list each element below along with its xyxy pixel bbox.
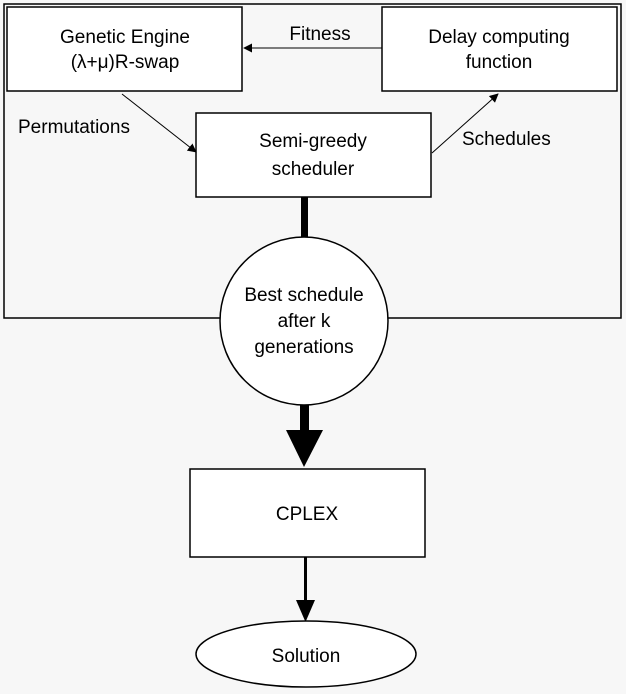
cplex-label: CPLEX <box>276 504 339 525</box>
scheduler-subtitle: scheduler <box>272 159 355 180</box>
solution-ellipse <box>195 620 417 688</box>
best-schedule-line3: generations <box>254 337 353 358</box>
best-schedule-line1: Best schedule <box>244 285 363 306</box>
genetic-engine-subtitle: (λ+μ)R-swap <box>71 52 180 73</box>
delay-function-subtitle: function <box>466 52 533 73</box>
schedules-label: Schedules <box>462 129 551 150</box>
best-to-cplex-arrowhead <box>286 430 323 467</box>
scheduler-box <box>195 112 432 198</box>
schedules-arrow <box>431 93 499 154</box>
genetic-engine-box <box>6 6 243 92</box>
permutations-label: Permutations <box>18 117 130 138</box>
best-to-cplex-shaft <box>300 405 309 431</box>
cplex-to-solution-arrowhead <box>296 600 315 622</box>
fitness-label: Fitness <box>289 24 350 45</box>
cplex-box <box>189 468 426 558</box>
cplex-to-solution-shaft <box>304 557 307 602</box>
scheduler-to-best-connector <box>301 197 308 239</box>
scheduler-title: Semi-greedy <box>259 131 367 152</box>
genetic-engine-title: Genetic Engine <box>60 27 190 48</box>
permutations-arrow <box>121 93 197 153</box>
solution-label: Solution <box>272 646 341 667</box>
delay-function-title: Delay computing <box>428 27 570 48</box>
best-schedule-line2: after k <box>278 311 331 332</box>
delay-function-box <box>381 6 618 92</box>
